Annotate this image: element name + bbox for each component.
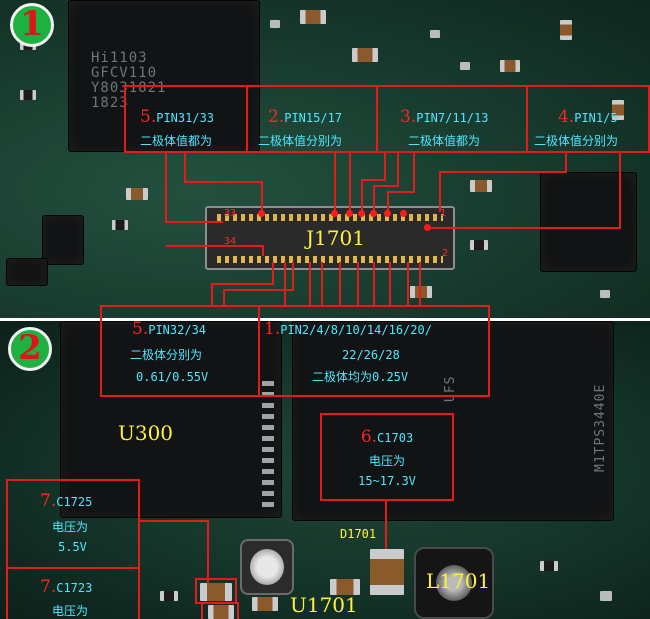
callout-wires-panel-2 [140, 501, 387, 619]
capacitor [252, 597, 278, 611]
capacitor-c1723 [208, 605, 234, 619]
callout-pin32-34-title: 5.PIN32/34 [132, 319, 207, 339]
callout-pin32-34: 5.PIN32/34 二极体分别为 0.61/0.55V [100, 305, 260, 397]
pin-dot [400, 210, 407, 217]
inductor-l1701-body [414, 547, 494, 619]
callout-pin7-11-13: 3.PIN7/11/13 二极体值都为 [376, 85, 528, 153]
pin-label-33: 33 [224, 208, 237, 219]
component-round-cap [240, 539, 294, 595]
chip-u300-label: U300 [118, 421, 174, 445]
pad [600, 290, 610, 298]
callout-pin31-33-desc: 二极体值都为 [140, 134, 213, 148]
diode-d1701-label: D1701 [340, 527, 377, 541]
chip-small-1 [42, 215, 84, 265]
callout-c1725-title: 7.C1725 [40, 491, 93, 511]
callout-pin2-to-28: 1.PIN2/4/8/10/14/16/20/ 22/26/28 二极体均为0.… [258, 305, 490, 397]
connector-j1701 [205, 206, 455, 270]
callout-c1725: 7.C1725 电压为 5.5V [6, 479, 140, 569]
resistor [20, 90, 36, 100]
capacitor [352, 48, 378, 62]
callout-c1725-desc: 电压为 [52, 520, 89, 534]
pin-label-34: 34 [224, 236, 237, 247]
pin-dot [370, 210, 377, 217]
capacitor [126, 188, 148, 200]
callout-c1703-desc: 电压为 [368, 454, 405, 468]
callout-c1723-desc: 电压为 [52, 604, 89, 618]
callout-pin2-to-28-desc: 二极体均为0.25V [312, 370, 409, 384]
callout-pin31-33-title: 5.PIN31/33 [140, 107, 215, 127]
panel-1-j1701-connector: Hi1103 GFCV110 Y8031821 1823 1 J1701 [0, 0, 650, 318]
callout-pin15-17-title: 2.PIN15/17 [268, 107, 343, 127]
connector-pin-row-odd [217, 214, 443, 221]
chip-u300 [60, 321, 282, 518]
capacitor-c1725 [200, 583, 232, 601]
callout-pin7-11-13-title: 3.PIN7/11/13 [400, 107, 489, 127]
callout-c1703-title: 6.C1703 [360, 427, 414, 447]
inductor-l1701-label: L1701 [426, 569, 491, 593]
callout-pin2-to-28-title: 1.PIN2/4/8/10/14/16/20/ [264, 319, 432, 339]
callout-pin1-5: 4.PIN1/5 二极体值分别为 [526, 85, 650, 153]
callout-pin1-5-title: 4.PIN1/5 [558, 107, 618, 127]
pin-dot [384, 210, 391, 217]
connector-j1701-label: J1701 [306, 226, 365, 250]
diode-d1701-body [370, 549, 404, 595]
capacitor [300, 10, 326, 24]
capacitor [500, 60, 520, 72]
chip-hi1103-marking: Hi1103 GFCV110 Y8031821 1823 [91, 50, 167, 111]
pad [600, 591, 612, 601]
capacitor [560, 20, 572, 40]
callout-pin15-17-desc: 二极体值分别为 [258, 134, 343, 148]
callout-pin32-34-value: 0.61/0.55V [136, 370, 209, 384]
chip-small-2 [6, 258, 48, 286]
callout-pin32-34-desc: 二极体分别为 [130, 348, 203, 362]
chip-hi1103: Hi1103 GFCV110 Y8031821 1823 [68, 0, 260, 152]
resistor [470, 240, 488, 250]
callout-pin15-17: 2.PIN15/17 二极体值分别为 [246, 85, 378, 153]
callout-pin31-33: 5.PIN31/33 二极体值都为 [124, 85, 248, 153]
callout-wires-panel-1 [165, 152, 621, 305]
connector-pin-row-even [217, 256, 443, 263]
section-badge-2: 2 [8, 327, 52, 371]
callout-c1725-value: 5.5V [58, 540, 87, 554]
via-column [262, 381, 274, 511]
panel-divider [0, 318, 650, 321]
chip-u1701-label: U1701 [290, 593, 358, 617]
callout-c1703-value: 15~17.3V [358, 474, 416, 488]
pin-label-2: 2 [442, 248, 449, 259]
pin-dot [258, 210, 265, 217]
resistor [112, 220, 128, 230]
capacitor [330, 579, 360, 595]
callout-pin2-to-28-title-cont: 22/26/28 [342, 348, 400, 362]
pin-dot [358, 210, 365, 217]
pad [430, 30, 440, 38]
resistor [160, 591, 178, 601]
callout-pin1-5-desc: 二极体值分别为 [534, 134, 619, 148]
capacitor [612, 100, 624, 120]
pin-label-1: 1 [440, 208, 447, 219]
panel-2-power-rails: UFS M1TPS3440E 2 U300 U1701 L1701 D1701 [0, 321, 650, 619]
pad [460, 62, 470, 70]
callout-c1723-title: 7.C1723 [40, 577, 93, 597]
resistor [540, 561, 558, 571]
capacitor [470, 180, 492, 192]
pin-dot [424, 224, 431, 231]
callout-c1723: 7.C1723 电压为 [6, 567, 140, 619]
callout-c1703: 6.C1703 电压为 15~17.3V [320, 413, 454, 501]
pin-dot [331, 210, 338, 217]
pad [270, 20, 280, 28]
pin-dot [346, 210, 353, 217]
callout-pin7-11-13-desc: 二极体值都为 [408, 134, 481, 148]
section-badge-1: 1 [10, 3, 54, 47]
